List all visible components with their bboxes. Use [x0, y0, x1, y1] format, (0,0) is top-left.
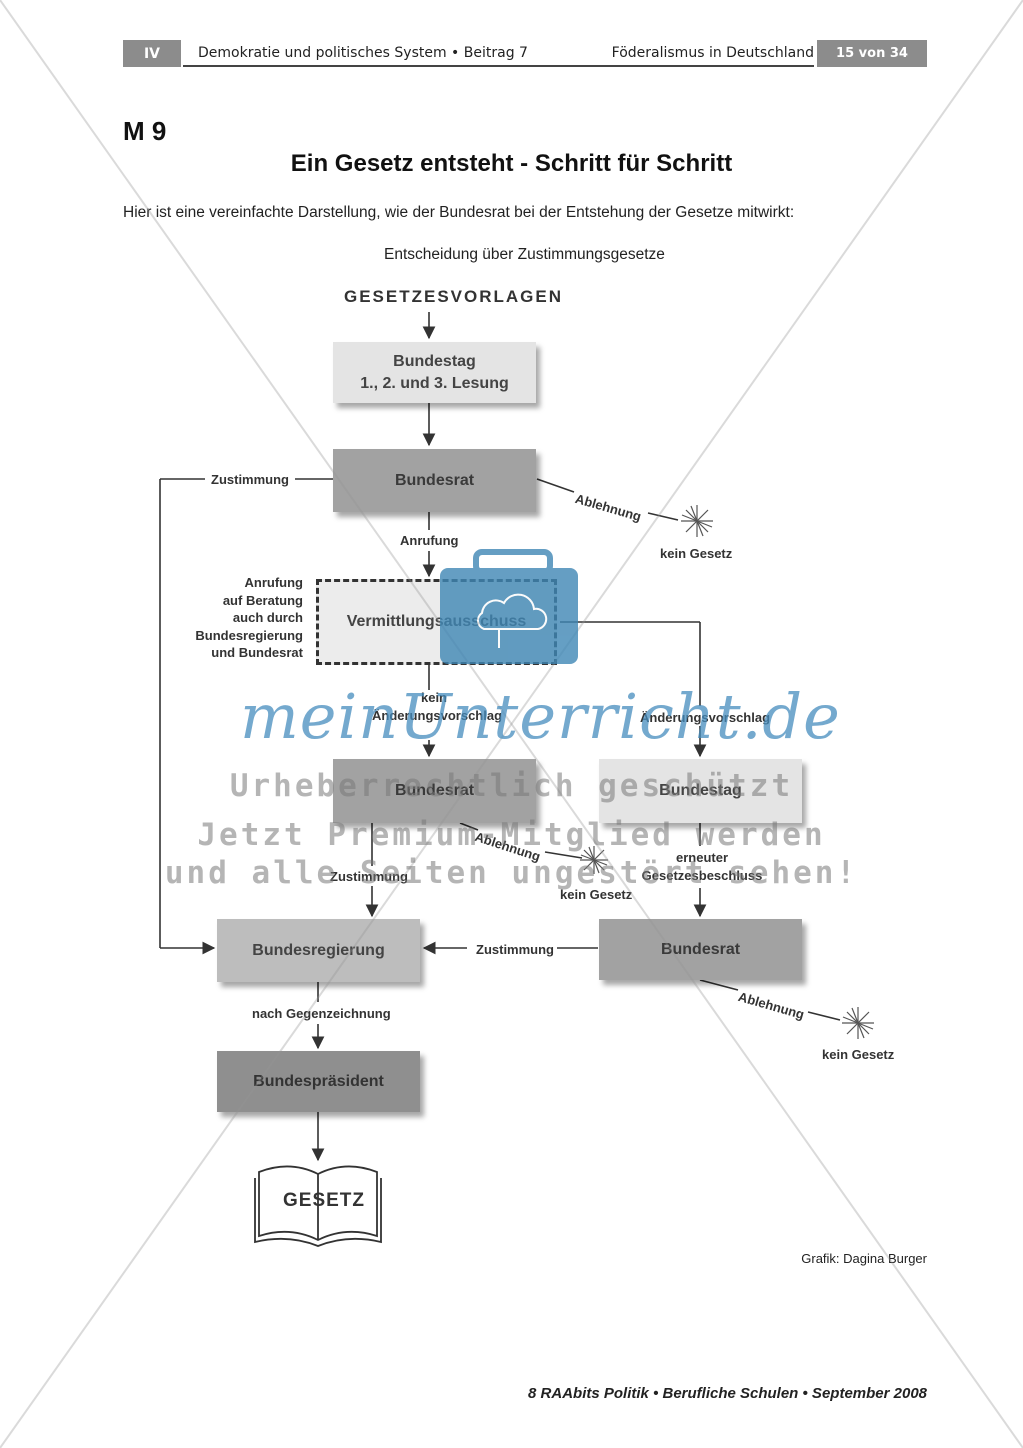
node-bundestag-2: Bundestag [599, 759, 802, 823]
label-line: Gesetzesbeschluss [641, 867, 763, 883]
intro-text: Hier ist eine vereinfachte Darstellung, … [123, 204, 795, 221]
label-line: erneuter [675, 850, 729, 865]
label-anrufung: Anrufung [400, 533, 459, 548]
label-kein-gesetz-1: kein Gesetz [660, 546, 733, 561]
node-vermittlungsausschuss: Vermittlungsausschuss [316, 579, 557, 665]
label-anrufung-beratung: Anrufung auf Beratung auch durch Bundesr… [180, 574, 303, 662]
node-bundespraesident: Bundespräsident [217, 1051, 420, 1112]
label-erneuter-gesetzesbeschluss: erneuter Gesetzesbeschluss [640, 849, 764, 884]
node-bundesregierung: Bundesregierung [217, 919, 420, 982]
line-ablehnung-2a [459, 822, 479, 831]
label-zustimmung-2: Zustimmung [330, 869, 408, 884]
label-kein-aenderungsvorschlag: kein Änderungsvorschlag [372, 689, 503, 724]
watermark-line-3: und alle Seiten ungestört sehen! [164, 855, 859, 891]
line-ablehnung-3b [807, 1011, 841, 1021]
start-label: GESETZESVORLAGEN [344, 287, 564, 306]
label-zustimmung-1: Zustimmung [211, 472, 289, 487]
header-bar: Demokratie und politisches System • Beit… [183, 40, 814, 67]
node-gesetz: GESETZ [283, 1190, 366, 1211]
section-badge: IV [123, 40, 181, 67]
diagram-subtitle: Entscheidung über Zustimmungsgesetze [384, 246, 665, 263]
watermark-line-2: Jetzt Premium-Mitglied werden [197, 817, 826, 853]
label-line: Anrufung [244, 575, 303, 590]
node-bundesrat-2: Bundesrat [333, 759, 536, 823]
line-ablehnung-1a [536, 478, 575, 493]
label-line: kein [420, 690, 447, 705]
node-bundestag-title: Bundestag [393, 352, 476, 370]
node-bundesrat-1: Bundesrat [333, 449, 536, 512]
burst-icon [580, 505, 874, 1039]
material-number: M 9 [123, 116, 167, 146]
series-label: Demokratie und politisches System • Beit… [198, 45, 528, 61]
line-ablehnung-3a [699, 979, 739, 991]
line-ablehnung-2b [544, 851, 583, 859]
page-title: Ein Gesetz entsteht - Schritt für Schrit… [290, 150, 733, 177]
label-line: Bundesregierung [195, 627, 303, 643]
book-icon [254, 1165, 382, 1247]
page-number: 15 von 34 [817, 40, 927, 67]
topic-label: Föderalismus in Deutschland [611, 45, 814, 61]
label-aenderungsvorschlag: Änderungsvorschlag [640, 710, 771, 725]
label-line: auch durch [232, 610, 303, 626]
watermark-logo: meinUnterricht.de [240, 680, 841, 753]
label-line: und Bundesrat [211, 645, 303, 661]
node-bundestag-sub: 1., 2. und 3. Lesung [360, 374, 509, 392]
label-zustimmung-3: Zustimmung [476, 942, 554, 957]
label-kein-gesetz-3: kein Gesetz [822, 1047, 895, 1062]
page-footer: 8 RAAbits Politik • Berufliche Schulen •… [528, 1385, 927, 1402]
label-gegenzeichnung: nach Gegenzeichnung [252, 1006, 391, 1021]
node-bundestag-lesung: Bundestag 1., 2. und 3. Lesung [333, 342, 536, 403]
label-line: auf Beratung [222, 592, 303, 608]
node-bundesrat-3: Bundesrat [599, 919, 802, 980]
line-ablehnung-1b [647, 512, 679, 521]
watermark-line-1: Urheberrechtlich geschützt [229, 768, 794, 804]
label-line: Änderungsvorschlag [372, 707, 503, 723]
graphic-credit: Grafik: Dagina Burger [801, 1251, 927, 1266]
label-kein-gesetz-2: kein Gesetz [560, 887, 633, 902]
